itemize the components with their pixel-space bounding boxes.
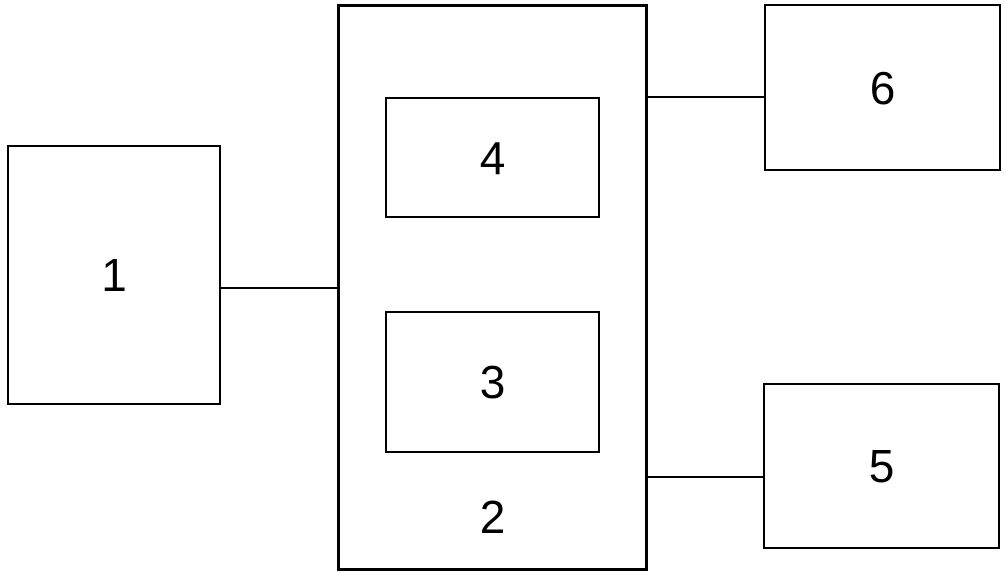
diagram-box-6: 6 <box>764 4 1001 171</box>
box-6-label: 6 <box>869 61 896 114</box>
box-5-label: 5 <box>868 440 895 492</box>
diagram-box-5: 5 <box>763 383 1000 549</box>
box-3-label: 3 <box>479 356 506 408</box>
box-1-label: 1 <box>101 249 127 301</box>
diagram-box-4: 4 <box>385 97 600 218</box>
diagram-box-1: 1 <box>7 145 221 405</box>
box-4-label: 4 <box>479 131 506 184</box>
diagram-box-2: 2 <box>337 4 648 571</box>
connector-box2-box6 <box>646 96 766 98</box>
diagram-box-3: 3 <box>385 311 600 453</box>
box-2-label: 2 <box>479 491 506 543</box>
connector-box2-box5 <box>646 476 765 478</box>
connector-box1-box2 <box>219 287 339 289</box>
